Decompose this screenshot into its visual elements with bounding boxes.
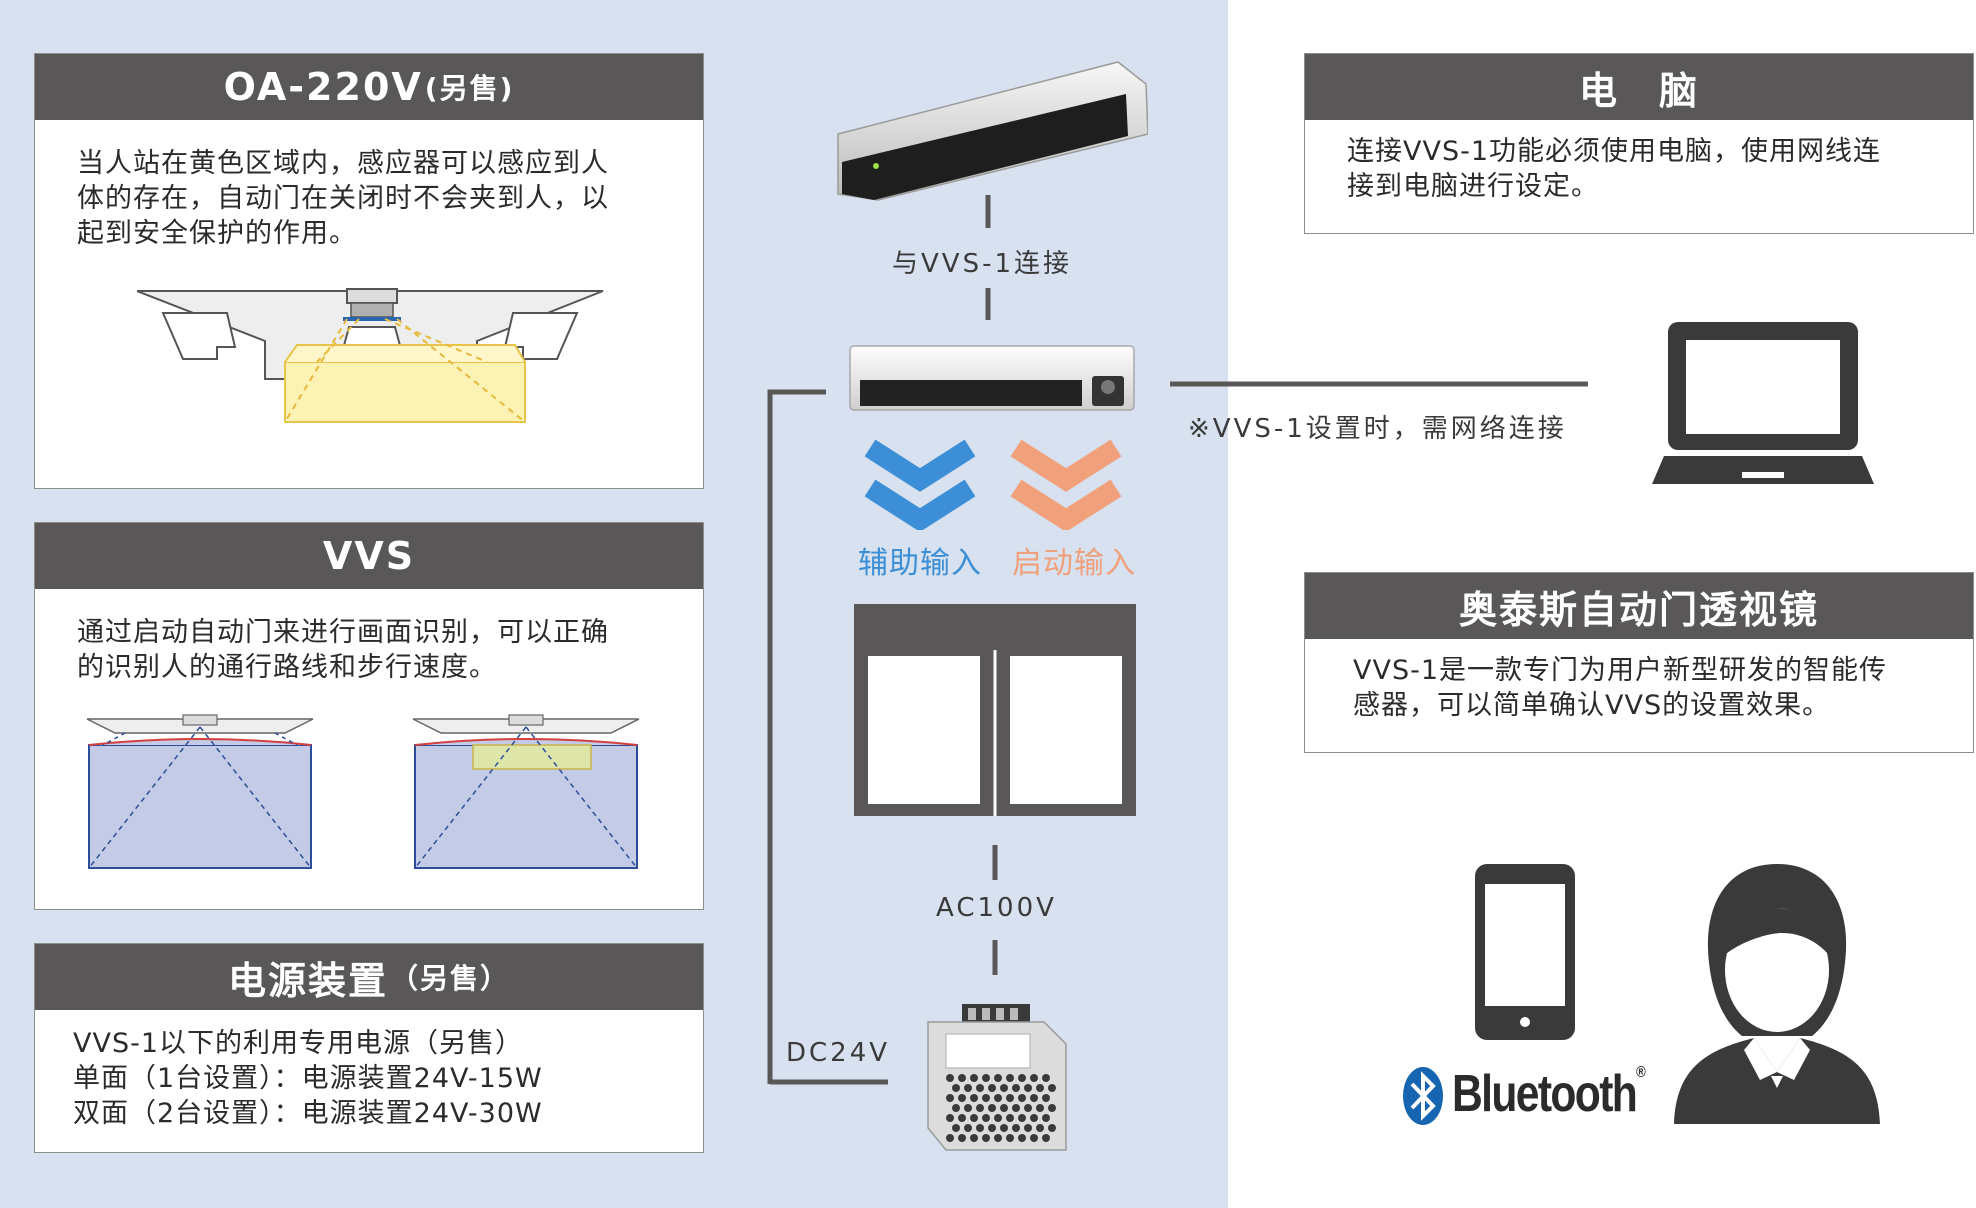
vvs-recognition-illustration-right <box>412 714 640 869</box>
pc-description: 连接VVS-1功能必须使用电脑，使用网线连 接到电脑进行设定。 <box>1347 136 1881 202</box>
oa-220v-header: OA-220V(另售) <box>35 54 703 120</box>
pc-box: 电 脑 连接VVS-1功能必须使用电脑，使用网线连 接到电脑进行设定。 <box>1304 53 1974 234</box>
person-icon <box>1674 864 1880 1124</box>
smartphone-icon <box>1475 864 1575 1040</box>
registered-mark: ® <box>1636 1064 1646 1081</box>
pc-title: 电 脑 <box>1578 68 1699 113</box>
viewer-title: 奥泰斯自动门透视镜 <box>1458 587 1819 632</box>
aux-input-label: 辅助输入 <box>858 546 982 581</box>
viewer-box: 奥泰斯自动门透视镜 VVS-1是一款专门为用户新型研发的智能传 感器，可以简单确… <box>1304 572 1974 753</box>
network-note-label: ※VVS-1设置时，需网络连接 <box>1188 414 1567 444</box>
dc24v-label: DC24V <box>786 1038 891 1068</box>
vvs-description: 通过启动自动门来进行画面识别，可以正确 的识别人的通行路线和步行速度。 <box>77 617 609 683</box>
power-supply-header: 电源装置（另售） <box>35 944 703 1010</box>
bluetooth-wordmark: Bluetooth <box>1452 1065 1638 1123</box>
connect-vvs-label: 与VVS-1连接 <box>892 249 1073 279</box>
oa-220v-box: OA-220V(另售) 当人站在黄色区域内，感应器可以感应到人 体的存在，自动门… <box>34 53 704 489</box>
power-supply-unit-image <box>927 1004 1067 1151</box>
automatic-door-icon <box>854 604 1136 816</box>
viewer-description: VVS-1是一款专门为用户新型研发的智能传 感器，可以简单确认VVS的设置效果。 <box>1353 655 1887 721</box>
vvs-box: VVS 通过启动自动门来进行画面识别，可以正确 的识别人的通行路线和步行速度。 <box>34 522 704 910</box>
oa-220v-title: OA-220V <box>223 65 423 109</box>
power-supply-title: 电源装置 <box>227 958 388 1003</box>
oa-220v-sensor-image <box>837 61 1148 201</box>
oa-220v-description: 当人站在黄色区域内，感应器可以感应到人 体的存在，自动门在关闭时不会夹到人，以 … <box>77 148 609 249</box>
vvs-header: VVS <box>35 523 703 589</box>
pc-header: 电 脑 <box>1305 54 1973 120</box>
power-supply-box: 电源装置（另售） VVS-1以下的利用专用电源（另售） 单面（1台设置）：电源装… <box>34 943 704 1153</box>
vvs-1-sensor-image <box>849 345 1135 411</box>
power-supply-title-suffix: （另售） <box>390 962 511 995</box>
vvs-recognition-illustration-left <box>86 714 314 869</box>
start-input-label: 启动输入 <box>1012 546 1136 581</box>
bluetooth-logo-text: Bluetooth® <box>1452 1064 1646 1124</box>
bluetooth-icon <box>1403 1067 1443 1125</box>
oa-220v-detection-illustration <box>137 288 604 423</box>
start-input-arrow-icon <box>1010 439 1122 530</box>
laptop-icon <box>1652 322 1874 484</box>
power-supply-description: VVS-1以下的利用专用电源（另售） 单面（1台设置）：电源装置24V-15W … <box>73 1028 543 1129</box>
ac100v-label: AC100V <box>936 893 1057 923</box>
oa-220v-title-suffix: (另售) <box>424 72 515 105</box>
viewer-header: 奥泰斯自动门透视镜 <box>1305 573 1973 639</box>
vvs-title: VVS <box>322 534 416 578</box>
aux-input-arrow-icon <box>864 439 976 530</box>
